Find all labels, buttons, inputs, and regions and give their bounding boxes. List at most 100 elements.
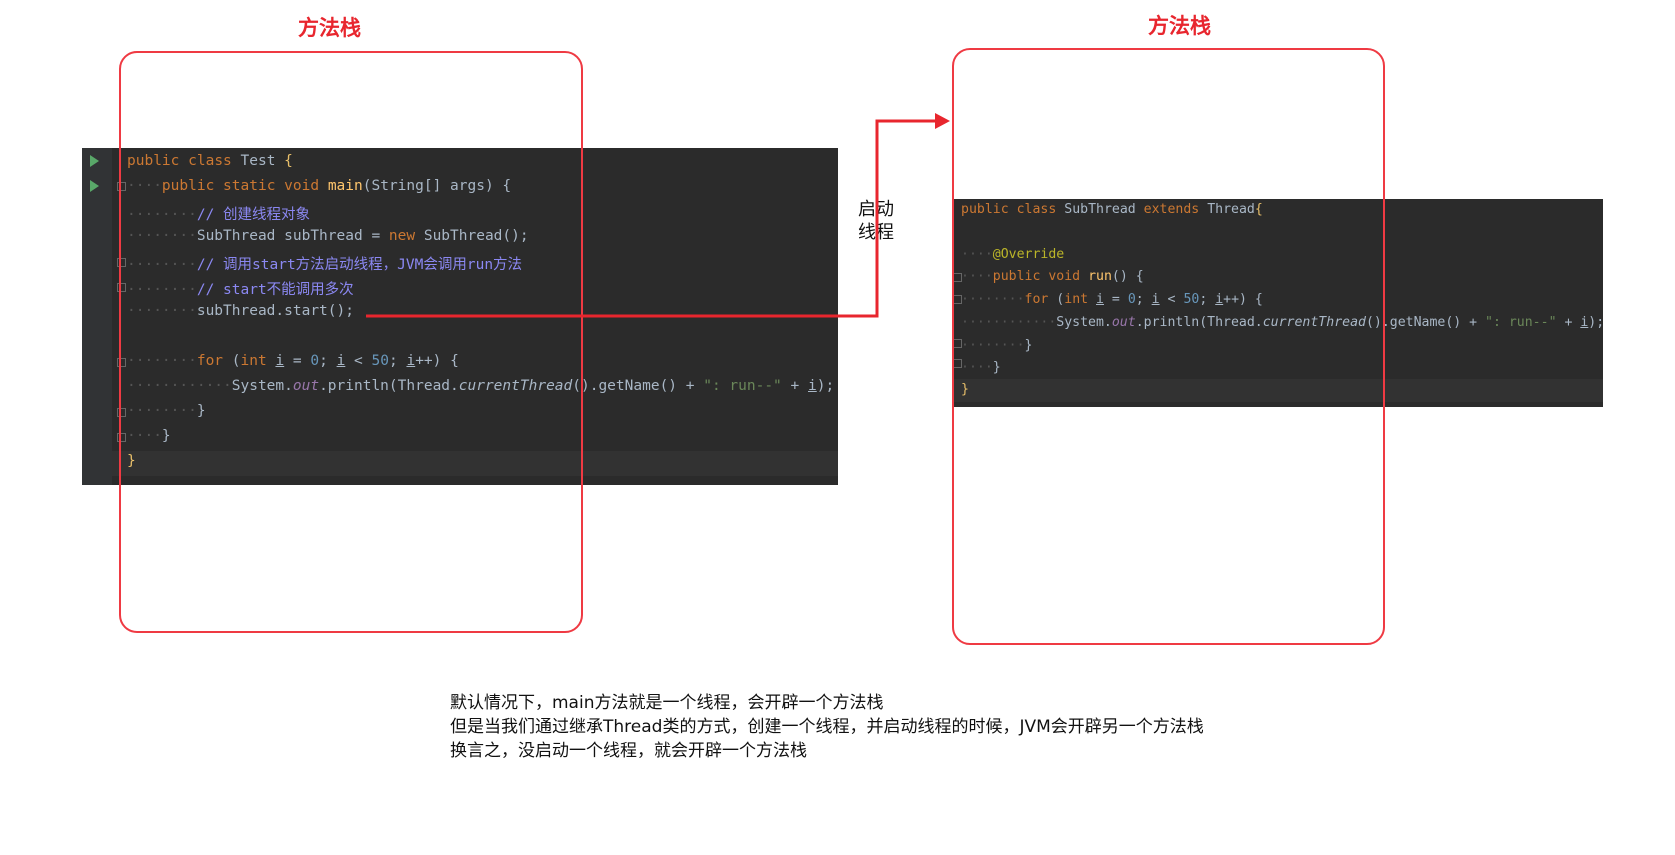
number: 0 [310, 353, 320, 369]
code-text: System. [1056, 315, 1112, 330]
code-line: ····public void run() { [961, 269, 1144, 284]
code-text: .println(Thread. [319, 378, 459, 394]
variable: i [275, 353, 285, 369]
code-line: ········for (int i = 0; i < 50; i++) { [127, 353, 459, 369]
keyword: new [388, 228, 416, 244]
keyword: public [127, 153, 180, 169]
code-line: ········SubThread subThread = new SubThr… [127, 228, 529, 244]
keyword: extends [1143, 202, 1200, 217]
keyword: public [161, 178, 215, 194]
code-line: ········// 创建线程对象 [127, 207, 311, 223]
fold-marker-icon[interactable] [117, 433, 126, 442]
code-text: System. [231, 378, 293, 394]
fold-marker-icon[interactable] [117, 258, 126, 267]
keyword: int [240, 353, 267, 369]
variable: i [406, 353, 416, 369]
variable: i [1096, 292, 1104, 307]
method-name: currentThread [1262, 315, 1366, 330]
keyword: for [1024, 292, 1049, 307]
code-text: + [1556, 315, 1581, 330]
number: 0 [1127, 292, 1136, 307]
number: 50 [1183, 292, 1200, 307]
keyword: class [1016, 202, 1057, 217]
class-name: SubThread [1064, 202, 1136, 217]
variable: i [1151, 292, 1160, 307]
code-line: ····} [127, 428, 171, 444]
field: out [292, 378, 320, 394]
code-text: = [1103, 292, 1128, 307]
fold-marker-icon[interactable] [117, 283, 126, 292]
code-text: + [781, 378, 808, 394]
keyword: class [188, 153, 232, 169]
subthread-code-editor: public class SubThread extends Thread{ ·… [953, 199, 1603, 407]
comment: // start不能调用多次 [196, 282, 354, 298]
annotation: @Override [992, 247, 1065, 262]
brace: } [161, 428, 171, 444]
comment: // 创建线程对象 [196, 207, 311, 223]
left-stack-title: 方法栈 [298, 16, 361, 40]
description-line: 但是当我们通过继承Thread类的方式，创建一个线程，并启动线程的时候，JVM会… [450, 717, 1204, 737]
brace: } [127, 453, 136, 469]
code-text: ); [1588, 315, 1603, 330]
code-text: () { [1111, 269, 1144, 284]
brace: } [196, 403, 206, 419]
right-stack-title: 方法栈 [1148, 14, 1211, 38]
code-text: < [1159, 292, 1184, 307]
editor-gutter [82, 148, 112, 485]
brace: } [1024, 338, 1033, 353]
description: 默认情况下，main方法就是一个线程，会开辟一个方法栈 但是当我们通过继承Thr… [450, 691, 1204, 763]
keyword: int [1064, 292, 1089, 307]
code-line: ········// 调用start方法启动线程，JVM会调用run方法 [127, 257, 523, 273]
caret-line-highlight [953, 379, 1603, 402]
code-text: ; [1199, 292, 1216, 307]
brace: { [284, 153, 293, 169]
code-text: ++) { [415, 353, 459, 369]
code-line: ············System.out.println(Thread.cu… [127, 378, 835, 394]
code-line: ········subThread.start(); [127, 303, 354, 319]
variable: i [1215, 292, 1224, 307]
code-text: ; [1135, 292, 1152, 307]
variable: i [1580, 315, 1589, 330]
class-name: Thread [1207, 202, 1255, 217]
code-text: ( [1048, 292, 1065, 307]
start-call: subThread.start(); [196, 303, 354, 319]
code-text: ++) { [1223, 292, 1263, 307]
code-text: SubThread(); [415, 228, 529, 244]
code-line: ····public static void main(String[] arg… [127, 178, 512, 194]
code-line: ········for (int i = 0; i < 50; i++) { [961, 292, 1263, 307]
code-text: < [345, 353, 372, 369]
code-line: ········} [127, 403, 206, 419]
code-line: ····} [961, 360, 1001, 375]
variable: i [808, 378, 817, 394]
comment: // 调用start方法启动线程，JVM会调用run方法 [196, 257, 523, 273]
description-line: 换言之，没启动一个线程，就会开辟一个方法栈 [450, 741, 807, 761]
fold-marker-icon[interactable] [117, 408, 126, 417]
keyword: for [196, 353, 224, 369]
code-text: ; [389, 353, 407, 369]
code-line: public class SubThread extends Thread{ [961, 202, 1263, 217]
code-line: public class Test { [127, 153, 293, 169]
code-text: ); [816, 378, 835, 394]
code-line: } [127, 453, 136, 469]
keyword: void [284, 178, 320, 194]
code-text: ; [319, 353, 337, 369]
number: 50 [371, 353, 389, 369]
brace: { [1254, 202, 1263, 217]
fold-marker-icon[interactable] [117, 182, 126, 191]
code-text: SubThread subThread = [196, 228, 389, 244]
brace: } [961, 382, 969, 397]
method-name: main [327, 178, 363, 194]
code-line: ····@Override [961, 247, 1065, 262]
code-text: (String[] args) { [362, 178, 512, 194]
keyword: public [961, 202, 1009, 217]
brace: } [992, 360, 1001, 375]
run-gutter-icon[interactable] [90, 180, 99, 192]
variable: i [336, 353, 346, 369]
fold-marker-icon[interactable] [117, 358, 126, 367]
keyword: void [1048, 269, 1081, 284]
code-text: = [284, 353, 311, 369]
method-name: currentThread [458, 378, 573, 394]
code-line: } [961, 382, 969, 397]
run-gutter-icon[interactable] [90, 155, 99, 167]
code-text: ().getName() + [572, 378, 704, 394]
